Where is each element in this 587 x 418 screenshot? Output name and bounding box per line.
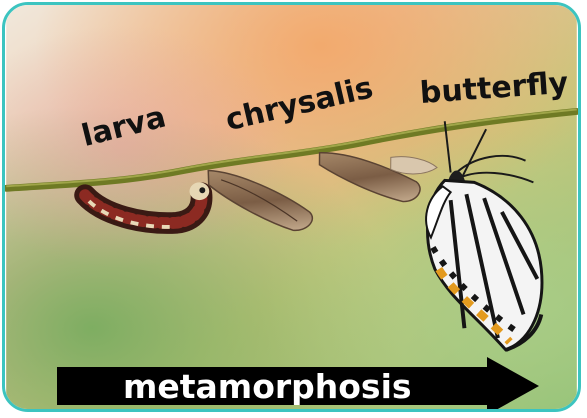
metamorphosis-photo (5, 5, 578, 409)
image-frame: larva chrysalis butterfly metamorphosis (2, 2, 581, 412)
metamorphosis-label: metamorphosis (123, 370, 412, 403)
